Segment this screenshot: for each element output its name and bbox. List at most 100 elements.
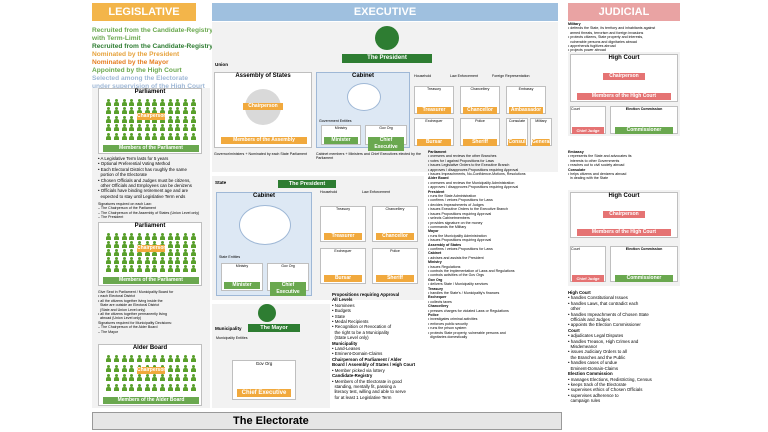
- member-seat-icon: [114, 265, 120, 272]
- note-heading: Parliament: [428, 150, 447, 154]
- note-line: • all the citizens together living insid…: [98, 298, 163, 303]
- state-ministry-label: Ministry: [235, 264, 249, 268]
- state-gov-org-label: Gov Org: [281, 264, 295, 268]
- note-heading: President: [428, 189, 445, 194]
- treasury-box: Treasury Treasurer: [414, 86, 454, 114]
- member-seat-icon: [190, 355, 196, 362]
- note-line: expected to stay until Legislative Term …: [98, 193, 186, 199]
- member-seat-icon: [167, 257, 173, 264]
- union-election-commission-box: Election Commission Commissioner: [610, 106, 678, 134]
- member-seat-icon: [144, 99, 150, 106]
- note-line: campaign rules: [568, 398, 601, 404]
- mayor-label: The Mayor: [248, 324, 300, 332]
- member-seat-icon: [114, 241, 120, 248]
- member-seat-icon: [167, 99, 173, 106]
- member-seat-icon: [137, 374, 143, 381]
- consul-label: Consul: [508, 139, 526, 146]
- electorate-footer: The Electorate: [92, 412, 562, 430]
- legend-item: with Term-Limit: [92, 35, 141, 42]
- note-heading: Candidate-Registry: [332, 373, 373, 379]
- law-enforcement-label: Law Enforcement: [450, 74, 478, 78]
- state-cabinet-title: Cabinet: [252, 193, 275, 199]
- member-seat-icon: [129, 383, 135, 391]
- member-seat-icon: [106, 374, 112, 381]
- state-high-court-members: Members of the High Court: [577, 229, 671, 236]
- assembly-of-states-panel: Assembly of States Chairperson Members o…: [214, 72, 312, 148]
- member-seat-icon: [190, 132, 196, 140]
- parliament-seats: [105, 99, 197, 141]
- member-seat-icon: [167, 233, 173, 240]
- member-seat-icon: [190, 257, 196, 264]
- member-seat-icon: [106, 99, 112, 106]
- municipality-label: Municipality: [215, 326, 242, 331]
- union-label: Union: [215, 62, 229, 67]
- cabinet-note: Cabinet members + Ministers and Chief Ex…: [316, 152, 421, 161]
- note-heading: High Court: [568, 290, 591, 295]
- note-line: dignitaries domestically: [428, 335, 468, 340]
- union-parliament-panel: Parliament Chairperson Members of the Pa…: [98, 88, 202, 154]
- member-seat-icon: [160, 265, 166, 272]
- member-seat-icon: [175, 233, 181, 240]
- member-seat-icon: [106, 107, 112, 115]
- member-seat-icon: [121, 99, 127, 106]
- member-seat-icon: [129, 374, 135, 381]
- note-line: • issues Regulations: [428, 264, 461, 269]
- member-seat-icon: [183, 383, 189, 391]
- union-parliament-title: Parliament: [134, 89, 166, 95]
- note-line: • Budgets: [332, 308, 351, 314]
- state-treasury-label: Treasury: [335, 207, 351, 211]
- ministry-label: Ministry: [334, 126, 348, 130]
- alder-board-title: Alder Board: [132, 345, 168, 351]
- signatures-notes: Signatures required on each Law:– The Ch…: [98, 202, 206, 220]
- note-line: standing, mentally fit, passing a: [332, 383, 396, 389]
- member-seat-icon: [114, 115, 120, 123]
- exchequer-label: Exchequer: [425, 119, 443, 123]
- executive-header: EXECUTIVE: [212, 3, 558, 21]
- note-line: • decides Impeachments of Judges: [428, 202, 484, 207]
- member-seat-icon: [114, 374, 120, 381]
- union-court-box: Court Chief Judge: [570, 106, 606, 134]
- note-line: State are outside an Electoral District: [98, 303, 160, 308]
- note-line: • collects taxes: [428, 299, 452, 304]
- alder-board-panel: Alder Board Chairperson Members of the A…: [98, 344, 202, 406]
- member-seat-icon: [190, 374, 196, 381]
- muni-gov-org-box: Gov Org Chief Executive: [232, 360, 296, 400]
- union-ministry-box: Ministry Minister: [321, 125, 361, 145]
- note-line: other: [568, 306, 581, 312]
- state-cabinet-panel: Cabinet State Entities Ministry Minister…: [216, 192, 312, 296]
- military-notes: Military• defends the State, its territo…: [568, 22, 680, 53]
- member-seat-icon: [106, 124, 112, 132]
- note-line: • reaches out to civil society abroad: [568, 163, 625, 168]
- member-seat-icon: [167, 374, 173, 381]
- member-seat-icon: [144, 233, 150, 240]
- member-seat-icon: [183, 124, 189, 132]
- member-seat-icon: [167, 364, 173, 372]
- note-line: • Nominees: [332, 302, 355, 308]
- note-heading: Exchequer: [428, 295, 447, 300]
- sheriff-label: Sheriff: [463, 139, 497, 146]
- member-seat-icon: [114, 383, 120, 391]
- note-line: Give Seat in Parliament / Municipality B…: [98, 290, 174, 294]
- note-line: • runs the prison system: [428, 326, 467, 331]
- note-line: • Recognition or Revocation of: [332, 324, 392, 330]
- member-seat-icon: [167, 132, 173, 140]
- union-high-court-members: Members of the High Court: [577, 93, 671, 100]
- member-seat-icon: [190, 233, 196, 240]
- note-line: • Each Electoral District has roughly th…: [98, 166, 187, 172]
- union-court-label: Court: [571, 107, 580, 111]
- union-chief-judge: Chief Judge: [572, 127, 604, 134]
- note-line: • issues Judiciary Orders to all: [568, 349, 627, 355]
- muni-gov-org-label: Gov Org: [255, 361, 273, 366]
- union-election-commission-label: Election Commission: [625, 107, 663, 111]
- note-line: • apprehends fugitives abroad: [568, 44, 616, 49]
- legend-item: Nominated by the President: [92, 51, 180, 58]
- union-high-court-chair: Chairperson: [603, 73, 645, 80]
- state-chief-exec-label: Chief Executive: [270, 282, 306, 296]
- member-seat-icon: [137, 265, 143, 272]
- note-heading: Treasury: [428, 286, 443, 291]
- note-heading: Court: [568, 327, 580, 333]
- note-line: • runs the State Administration: [428, 194, 477, 199]
- foreign-rep-label: Foreign Representation: [492, 74, 530, 78]
- member-seat-icon: [114, 257, 120, 264]
- member-seat-icon: [129, 124, 135, 132]
